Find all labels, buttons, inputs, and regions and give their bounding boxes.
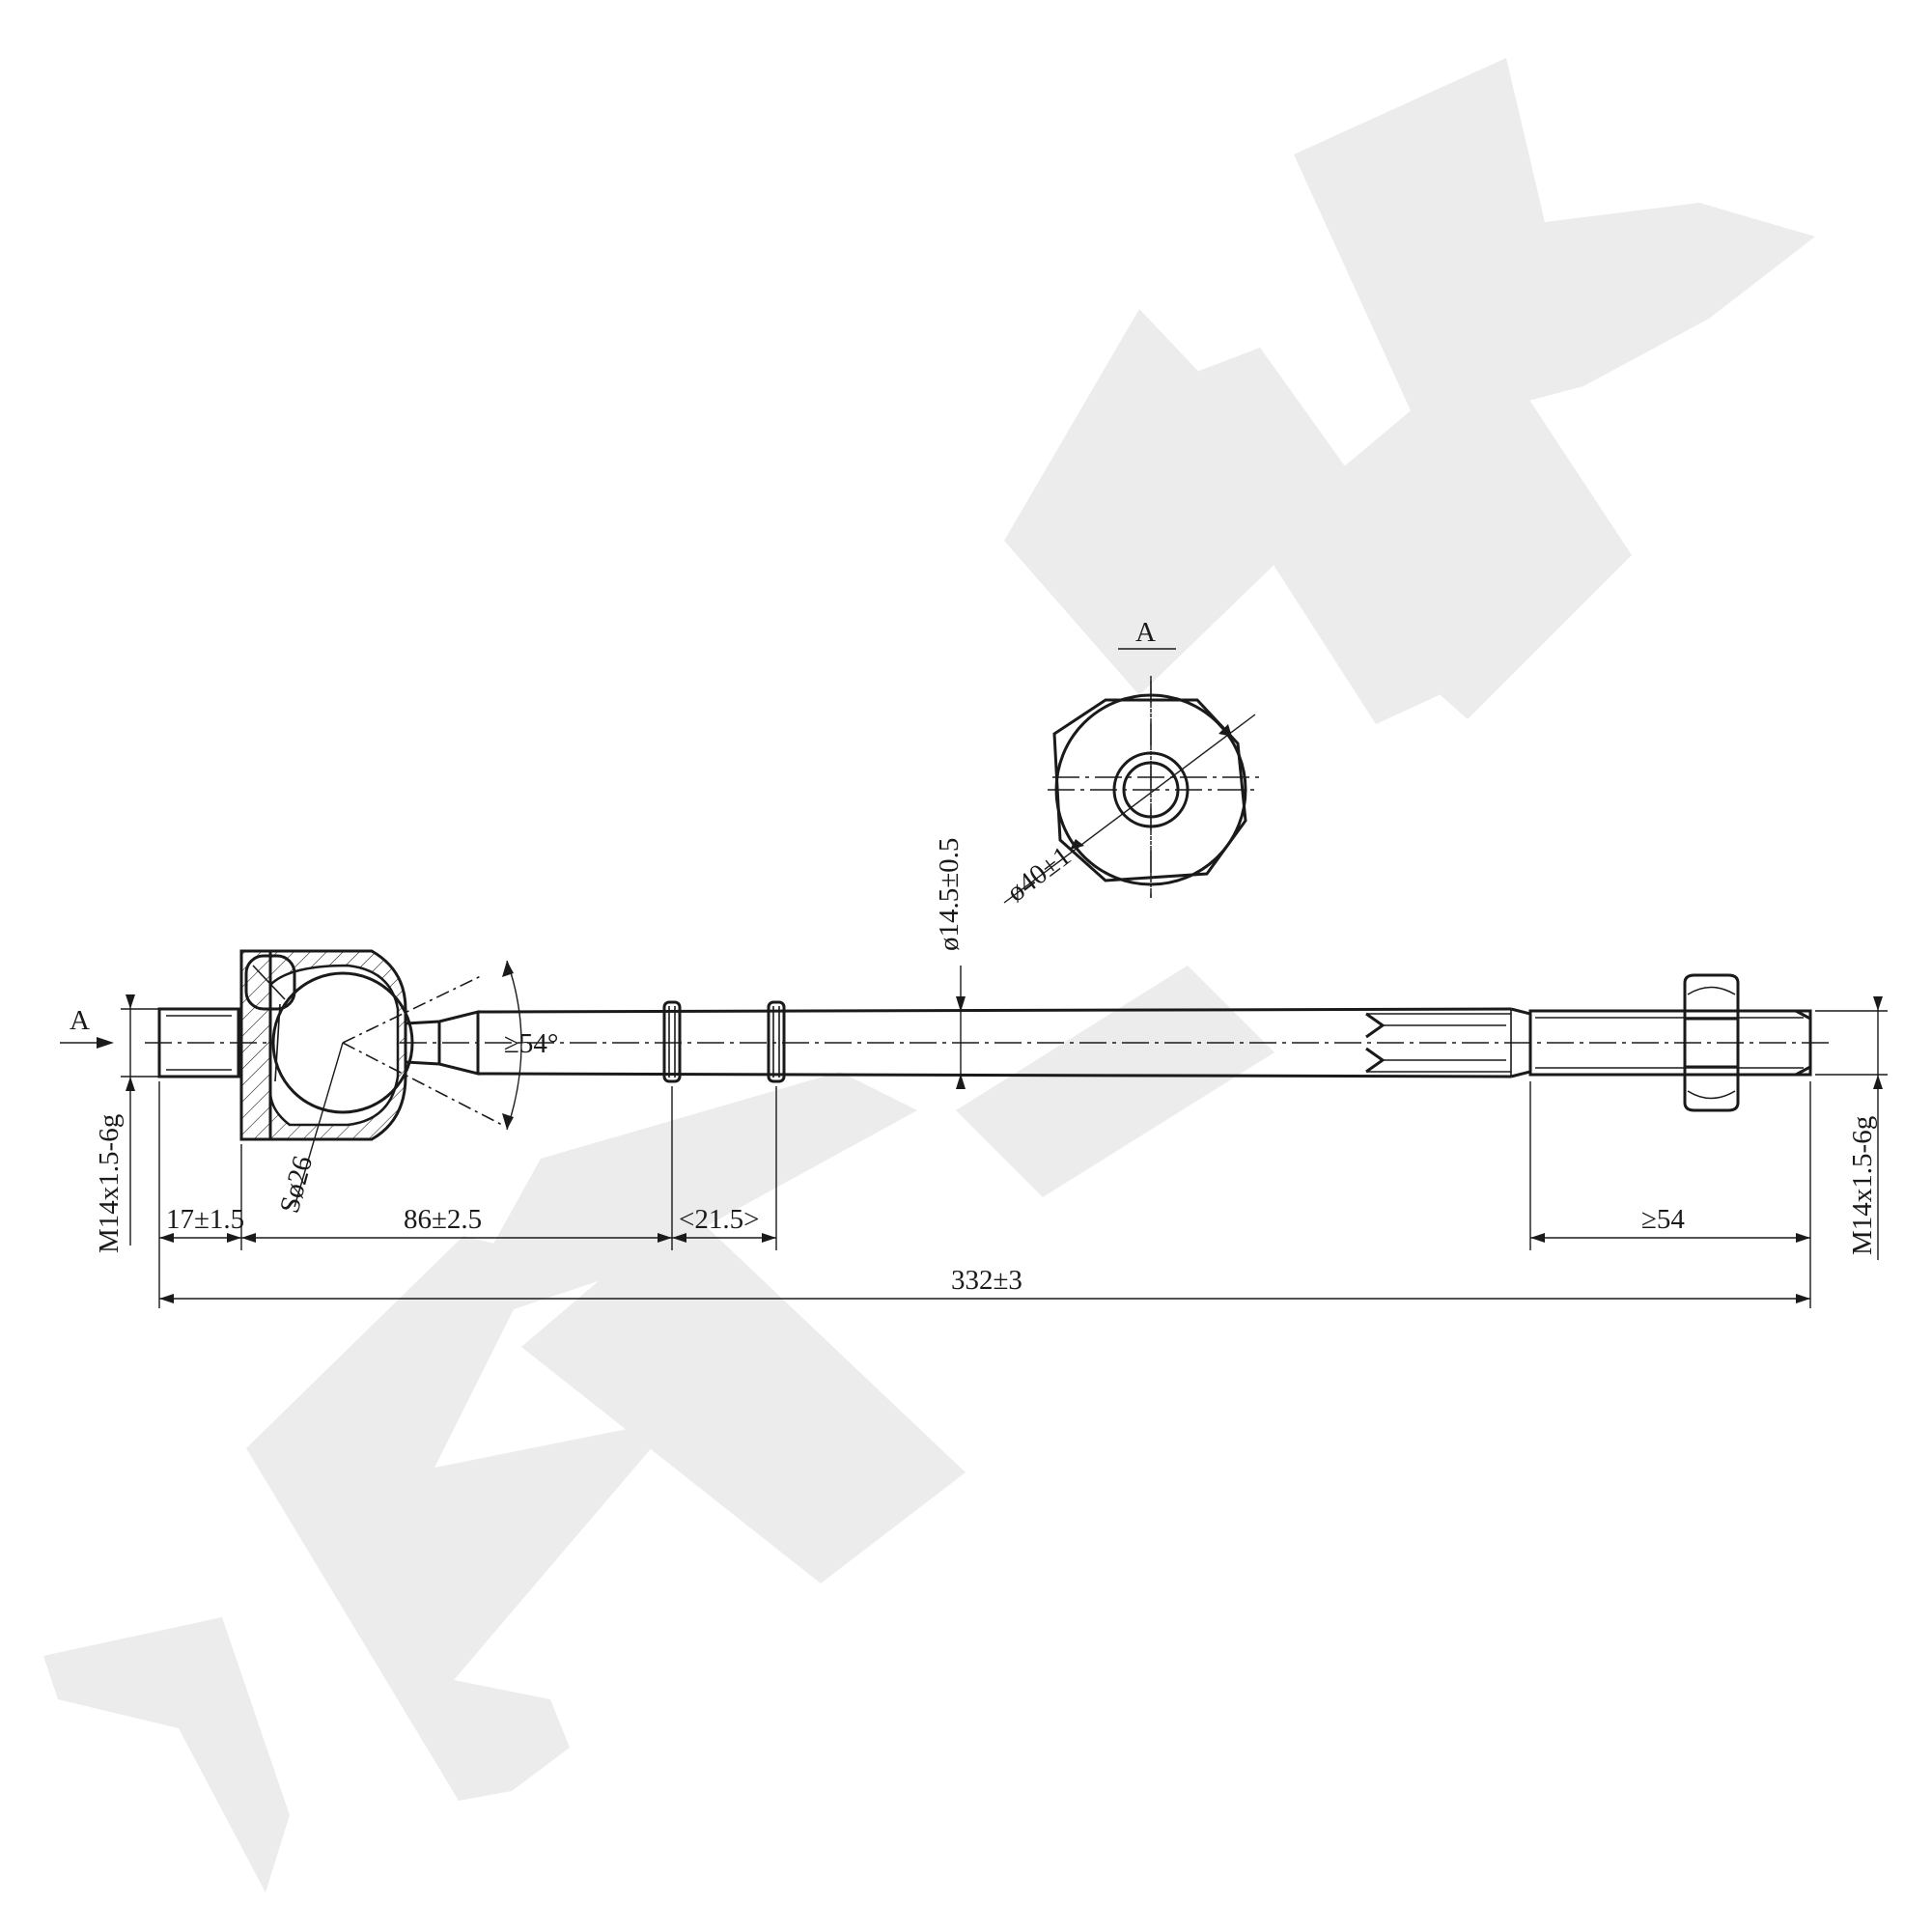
nut-diameter-label: ø40±1 bbox=[1001, 841, 1077, 909]
angle-indicator: ≥54° bbox=[342, 960, 559, 1131]
left-thread-label: M14x1.5-6g bbox=[94, 1114, 125, 1253]
jam-nut bbox=[1683, 973, 1740, 1112]
groove-spacing-label: <21.5> bbox=[679, 1204, 759, 1235]
ball-socket-housing bbox=[239, 949, 480, 1141]
rod-diameter-label: ø14.5±0.5 bbox=[934, 838, 965, 951]
right-thread-dimension: M14x1.5-6g bbox=[1815, 996, 1888, 1260]
extension-lines bbox=[158, 1081, 1811, 1308]
overall-length-label: 332±3 bbox=[951, 1265, 1022, 1296]
section-label: A bbox=[1135, 617, 1156, 648]
right-threaded-end bbox=[1528, 1009, 1812, 1077]
ball-to-groove-label: 86±2.5 bbox=[404, 1204, 482, 1235]
view-label: A bbox=[70, 1005, 90, 1036]
rod-diameter-dimension: ø14.5±0.5 bbox=[934, 838, 966, 1089]
thread-length-label: ≥54 bbox=[1641, 1204, 1685, 1235]
watermark-logo bbox=[43, 58, 1815, 1892]
dimension-chain: 17±1.5 86±2.5 <21.5> ≥54 332±3 bbox=[159, 1204, 1810, 1303]
angle-label: ≥54° bbox=[504, 1028, 559, 1059]
inner-rod bbox=[477, 1000, 1532, 1083]
left-stud-length-label: 17±1.5 bbox=[166, 1204, 244, 1235]
view-arrow-a: A bbox=[60, 1005, 114, 1049]
left-thread-dimension: M14x1.5-6g bbox=[94, 994, 159, 1253]
left-threaded-stud bbox=[157, 1007, 240, 1078]
right-thread-label: M14x1.5-6g bbox=[1847, 1116, 1878, 1255]
sphere-label: Sø26 bbox=[274, 1153, 319, 1217]
